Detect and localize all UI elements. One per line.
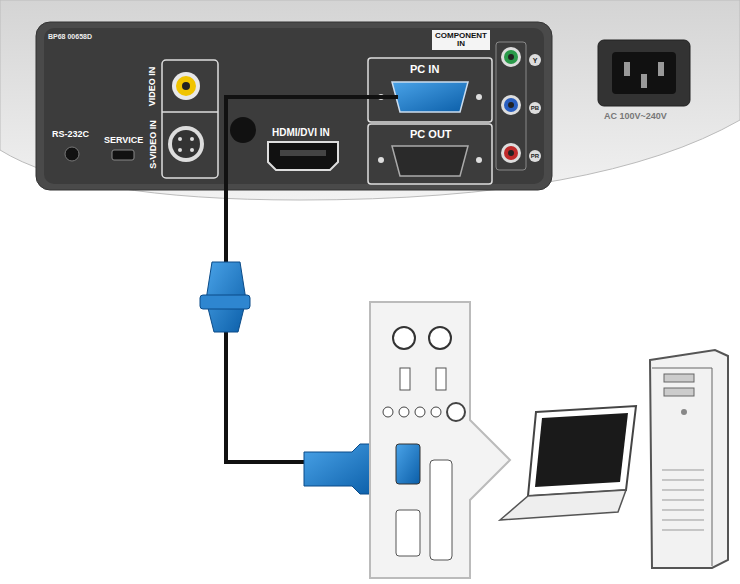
power-label: AC 100V~240V bbox=[604, 112, 667, 121]
port-label: HDMI/DVI IN bbox=[272, 128, 330, 138]
model-number: BP68 00658D bbox=[48, 33, 92, 40]
port-label: S-VIDEO IN bbox=[148, 120, 157, 169]
component-letter: PR bbox=[531, 153, 539, 159]
port-label: PC OUT bbox=[410, 129, 452, 140]
port-label: VIDEO IN bbox=[148, 66, 157, 106]
port-label: PC IN bbox=[410, 64, 439, 75]
port-label: SERVICE bbox=[104, 136, 143, 145]
component-letter: Y bbox=[533, 57, 538, 64]
port-label: RS-232C bbox=[52, 130, 89, 139]
port-label: COMPONENT IN bbox=[432, 30, 490, 50]
component-letter: PB bbox=[531, 105, 539, 111]
